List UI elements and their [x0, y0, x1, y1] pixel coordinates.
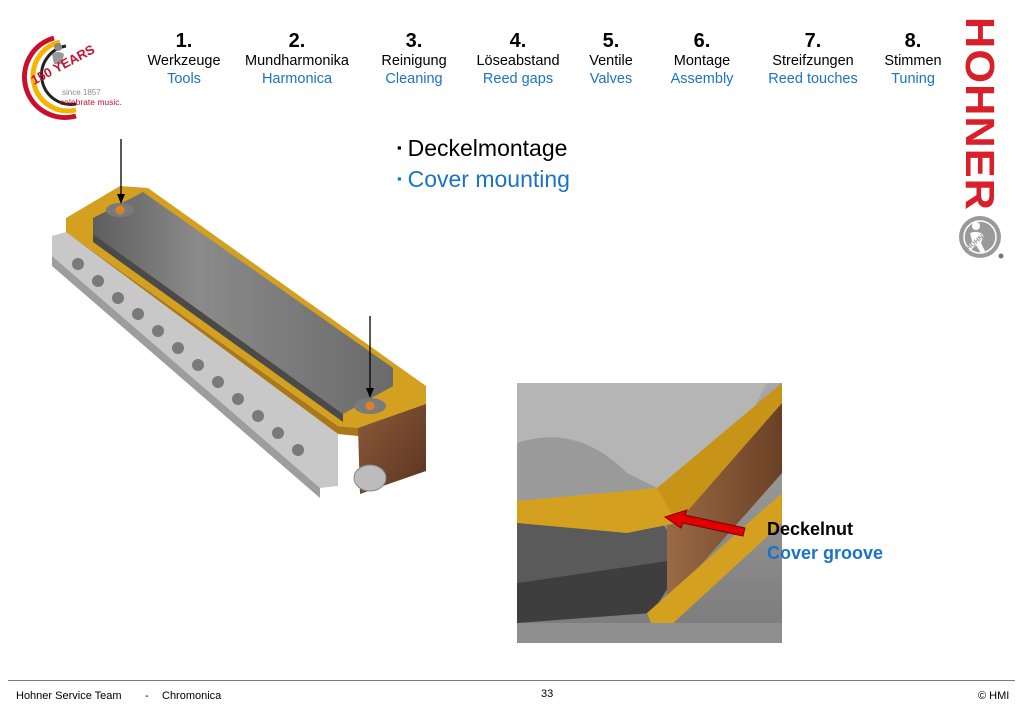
- anniversary-logo: 150 YEARS since 1857 celebrate music.: [21, 35, 122, 121]
- nav-number: 5.: [602, 30, 620, 52]
- nav-number: 1.: [175, 30, 193, 52]
- footer-team: Hohner Service Team: [16, 690, 122, 702]
- nav-label-en: Reed touches: [768, 71, 858, 87]
- hohner-wordmark-logo: HOHNER: [958, 17, 1003, 211]
- cover-groove-detail-photo: [517, 383, 782, 643]
- nav-item-reed-touches[interactable]: 7. Streifzungen Reed touches: [768, 30, 857, 89]
- nav-item-cleaning[interactable]: 3. Reinigung Cleaning: [381, 30, 446, 89]
- nav-label-en: Reed gaps: [482, 71, 554, 87]
- nav-label-en: Tools: [167, 71, 201, 87]
- nav-label-de: Reinigung: [381, 53, 447, 69]
- nav-label-en: Harmonica: [261, 71, 333, 87]
- footer-copyright: © HMI: [978, 690, 1010, 702]
- nav-number: 3.: [405, 30, 423, 52]
- nav-item-tuning[interactable]: 8. Stimmen Tuning: [884, 30, 941, 89]
- anniversary-since: since 1857: [62, 88, 101, 97]
- nav-label-de: Mundharmonika: [245, 53, 349, 69]
- nav-label-de: Streifzungen: [772, 53, 854, 69]
- footer-divider: [8, 680, 1015, 681]
- bullet-deckelmontage: ▪ Deckelmontage: [397, 134, 567, 162]
- callout-label-de: Deckelnut: [767, 519, 854, 539]
- hohner-emblem-icon: HOHNER: [959, 216, 1004, 259]
- page-number: 33: [541, 688, 554, 700]
- nav-item-valves[interactable]: 5. Ventile Valves: [589, 30, 633, 89]
- nav-label-de: Stimmen: [884, 53, 942, 69]
- nav-number: 2.: [288, 30, 306, 52]
- nav-label-en: Cleaning: [385, 71, 443, 87]
- bullet-text-en: Cover mounting: [407, 166, 570, 192]
- bullet-text-de: Deckelmontage: [407, 135, 568, 161]
- nav-number: 8.: [904, 30, 922, 52]
- nav-number: 4.: [509, 30, 527, 52]
- bullet-cover-mounting: ▪ Cover mounting: [397, 165, 570, 193]
- callout-label-en: Cover groove: [767, 543, 884, 563]
- nav-label-en: Assembly: [670, 71, 734, 87]
- nav-label-de: Ventile: [589, 53, 633, 69]
- nav-label-de: Werkzeuge: [147, 53, 221, 69]
- nav-item-assembly[interactable]: 6. Montage Assembly: [671, 30, 734, 89]
- nav-number: 7.: [804, 30, 822, 52]
- harmonica-cover-illustration: [52, 139, 426, 498]
- bullet-marker: ▪: [397, 140, 402, 155]
- bullet-marker: ▪: [397, 171, 402, 186]
- nav-label-de: Montage: [673, 53, 731, 69]
- nav-number: 6.: [693, 30, 711, 52]
- anniversary-tagline: celebrate music.: [60, 97, 122, 107]
- nav-item-tools[interactable]: 1. Werkzeuge Tools: [147, 30, 220, 89]
- nav-label-en: Tuning: [891, 71, 935, 87]
- footer-product: Chromonica: [162, 690, 222, 702]
- footer-separator: -: [145, 690, 149, 702]
- nav-item-harmonica[interactable]: 2. Mundharmonika Harmonica: [245, 30, 349, 89]
- svg-text:HOHNER: HOHNER: [958, 17, 1003, 211]
- nav-item-reed-gaps[interactable]: 4. Löseabstand Reed gaps: [476, 30, 559, 89]
- nav-label-de: Löseabstand: [476, 53, 560, 69]
- nav-label-en: Valves: [589, 71, 633, 87]
